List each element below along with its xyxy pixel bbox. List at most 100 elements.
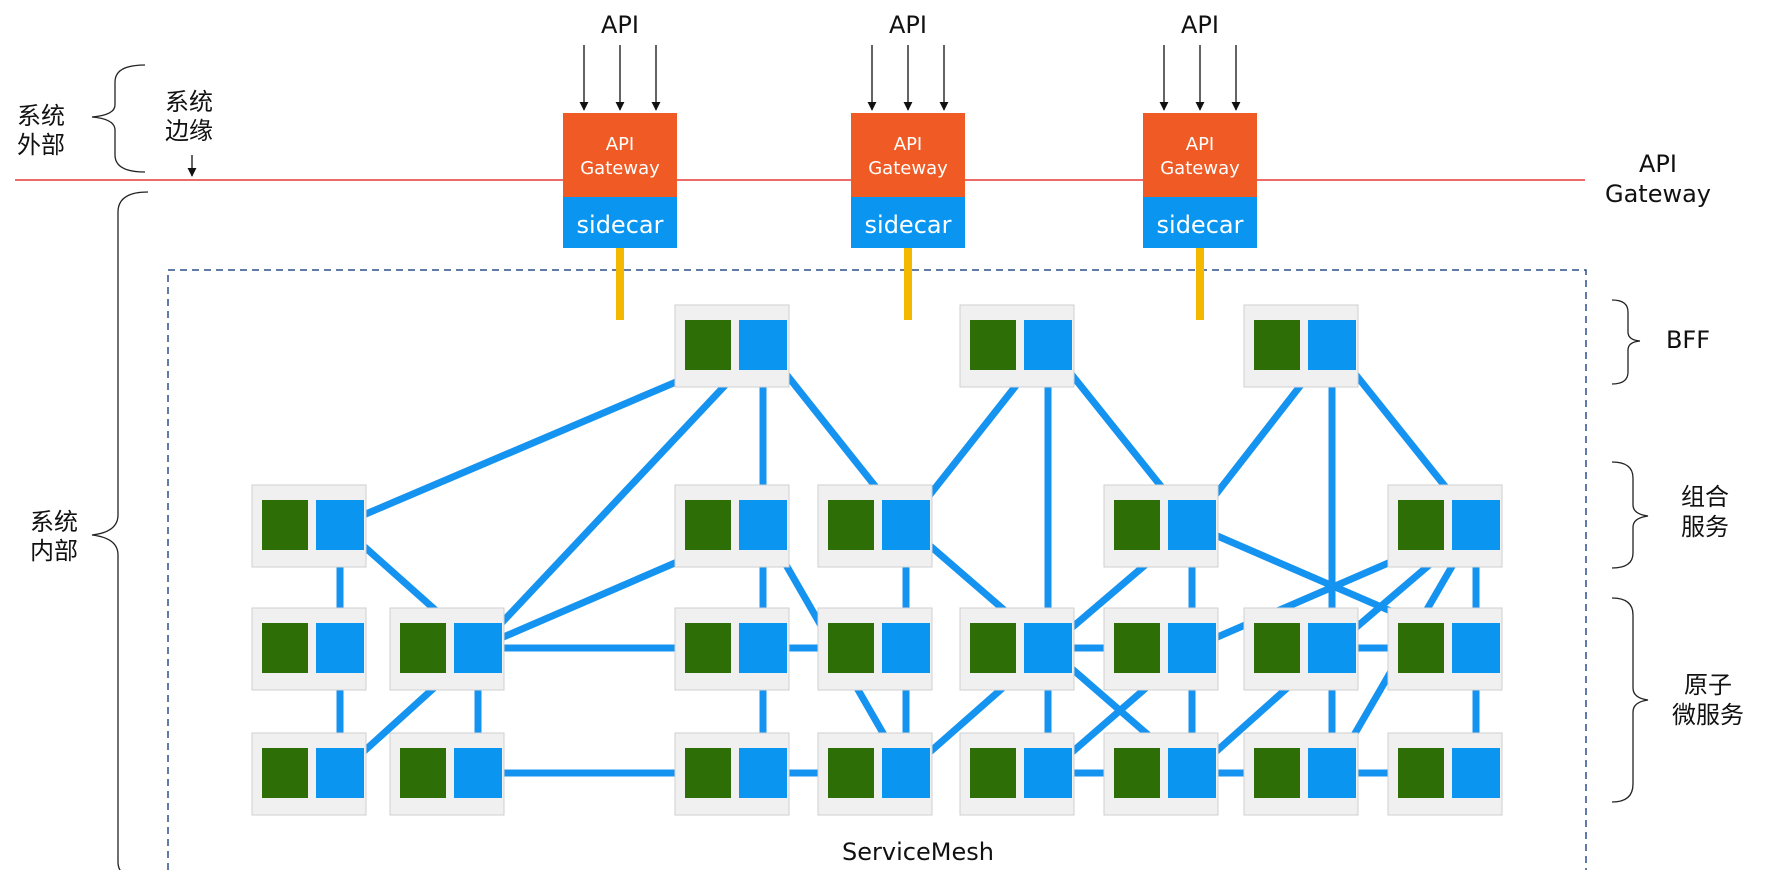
label-outside-line1: 系统 bbox=[17, 102, 65, 130]
sidecar-square bbox=[316, 748, 364, 798]
service-node bbox=[1103, 607, 1219, 691]
gateway-sidecar-label: sidecar bbox=[865, 211, 952, 239]
service-node bbox=[389, 607, 505, 691]
service-node bbox=[674, 732, 790, 816]
service-square bbox=[1114, 623, 1160, 673]
sidecar-square bbox=[739, 320, 787, 370]
sidecar-square bbox=[454, 623, 502, 673]
api-gateway: API API Gateway sidecar bbox=[1143, 11, 1257, 320]
sidecar-square bbox=[454, 748, 502, 798]
service-square bbox=[970, 748, 1016, 798]
gateway-title-line2: Gateway bbox=[868, 158, 948, 179]
service-square bbox=[970, 320, 1016, 370]
service-mesh-boundary bbox=[167, 269, 1587, 870]
service-square bbox=[685, 320, 731, 370]
gateway-title-line1: API bbox=[894, 134, 922, 155]
service-node bbox=[1103, 732, 1219, 816]
gateway-title-line1: API bbox=[606, 134, 634, 155]
brace-inside bbox=[91, 191, 149, 870]
service-node bbox=[251, 484, 367, 568]
service-square bbox=[400, 748, 446, 798]
label-gateway-line1: API bbox=[1639, 150, 1677, 178]
service-node bbox=[1387, 484, 1503, 568]
gateway-sidecar-box bbox=[851, 197, 965, 248]
service-node bbox=[1387, 607, 1503, 691]
service-node bbox=[817, 732, 933, 816]
service-node bbox=[1243, 607, 1359, 691]
sidecar-square bbox=[882, 623, 930, 673]
service-square bbox=[1254, 320, 1300, 370]
api-label: API bbox=[1181, 11, 1219, 39]
service-square bbox=[685, 748, 731, 798]
service-square bbox=[1398, 500, 1444, 550]
sidecar-square bbox=[1168, 748, 1216, 798]
sidecar-square bbox=[739, 623, 787, 673]
service-square bbox=[685, 623, 731, 673]
service-node bbox=[389, 732, 505, 816]
service-square bbox=[828, 500, 874, 550]
gateway-sidecar-label: sidecar bbox=[577, 211, 664, 239]
label-gateway-line2: Gateway bbox=[1605, 180, 1711, 208]
sidecar-square bbox=[1308, 320, 1356, 370]
sidecar-square bbox=[1308, 623, 1356, 673]
gateway-sidecar-box bbox=[563, 197, 677, 248]
service-node bbox=[674, 607, 790, 691]
service-square bbox=[1254, 623, 1300, 673]
sidecar-square bbox=[316, 500, 364, 550]
sidecar-square bbox=[882, 500, 930, 550]
gateway-sidecar-box bbox=[1143, 197, 1257, 248]
service-square bbox=[1254, 748, 1300, 798]
mesh-label: ServiceMesh bbox=[842, 838, 994, 866]
gateway-box bbox=[1143, 113, 1257, 197]
label-outside-line2: 外部 bbox=[17, 131, 65, 159]
service-node bbox=[674, 304, 790, 388]
sidecar-square bbox=[1168, 500, 1216, 550]
service-square bbox=[828, 623, 874, 673]
gateway-box bbox=[851, 113, 965, 197]
gateway-title-line1: API bbox=[1186, 134, 1214, 155]
brace-atomic bbox=[1611, 597, 1649, 803]
sidecar-square bbox=[739, 748, 787, 798]
sidecar-square bbox=[1452, 623, 1500, 673]
gateways-layer: API API Gateway sidecar API API Gateway sidecar… bbox=[563, 11, 1257, 320]
service-node bbox=[251, 732, 367, 816]
service-node bbox=[959, 304, 1075, 388]
service-node bbox=[251, 607, 367, 691]
service-square bbox=[685, 500, 731, 550]
service-square bbox=[1114, 500, 1160, 550]
service-square bbox=[1398, 623, 1444, 673]
label-edge-line1: 系统 bbox=[165, 88, 213, 116]
sidecar-square bbox=[1168, 623, 1216, 673]
sidecar-square bbox=[316, 623, 364, 673]
brace-composite bbox=[1611, 461, 1649, 569]
service-square bbox=[1398, 748, 1444, 798]
sidecar-square bbox=[1308, 748, 1356, 798]
label-edge-line2: 边缘 bbox=[165, 117, 213, 145]
service-square bbox=[828, 748, 874, 798]
sidecar-square bbox=[1452, 748, 1500, 798]
sidecar-square bbox=[1024, 623, 1072, 673]
brace-outside bbox=[91, 64, 146, 173]
api-label: API bbox=[601, 11, 639, 39]
api-gateway: API API Gateway sidecar bbox=[563, 11, 677, 320]
label-inside-line2: 内部 bbox=[30, 537, 78, 565]
service-square bbox=[262, 623, 308, 673]
label-atomic-line2: 微服务 bbox=[1672, 701, 1744, 729]
label-composite-line1: 组合 bbox=[1681, 483, 1729, 511]
label-bff: BFF bbox=[1666, 326, 1710, 354]
gateway-title-line2: Gateway bbox=[1160, 158, 1240, 179]
label-composite-line2: 服务 bbox=[1681, 513, 1729, 541]
service-node bbox=[674, 484, 790, 568]
label-inside-line1: 系统 bbox=[30, 508, 78, 536]
sidecar-square bbox=[1024, 320, 1072, 370]
service-node bbox=[1387, 732, 1503, 816]
brace-bff bbox=[1611, 299, 1641, 385]
gateway-title-line2: Gateway bbox=[580, 158, 660, 179]
sidecar-square bbox=[1452, 500, 1500, 550]
gateway-box bbox=[563, 113, 677, 197]
service-node bbox=[1243, 732, 1359, 816]
service-node bbox=[959, 732, 1075, 816]
sidecar-square bbox=[882, 748, 930, 798]
gateway-sidecar-label: sidecar bbox=[1157, 211, 1244, 239]
